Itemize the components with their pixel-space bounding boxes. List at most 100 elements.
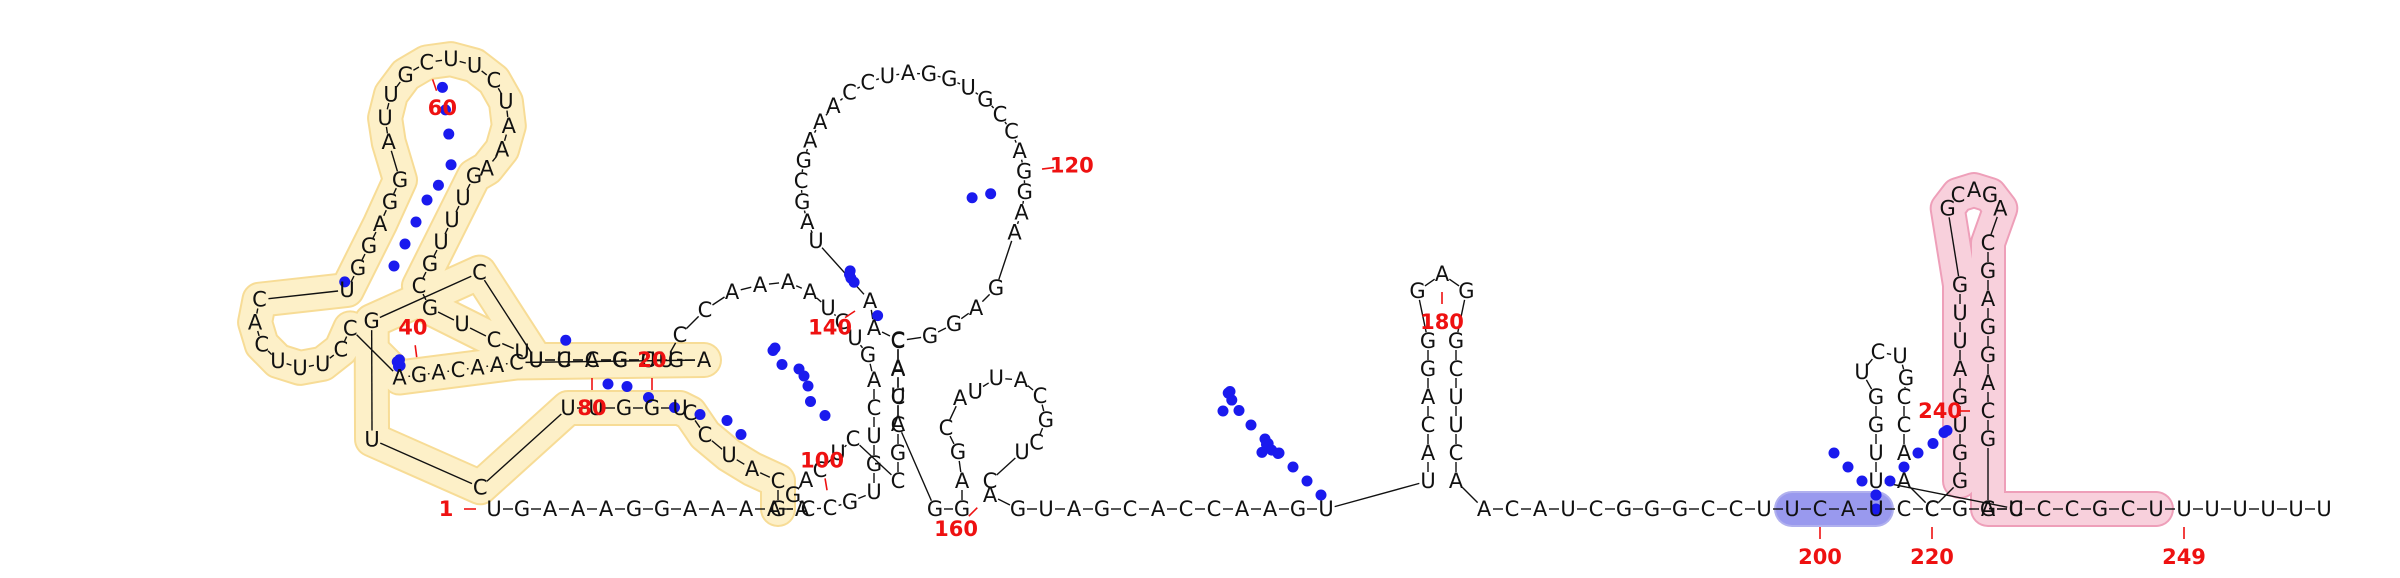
nucleotide: U (968, 379, 983, 403)
nucleotide: C (1897, 413, 1912, 437)
nucleotide: U (556, 348, 571, 372)
backbone-link (685, 315, 700, 330)
nucleotide: C (1813, 497, 1828, 521)
nucleotide: G (1038, 408, 1054, 432)
nucleotide: U (1892, 344, 1907, 368)
backbone-link (361, 253, 366, 261)
nucleotide: C (487, 68, 502, 92)
backbone-link (1041, 404, 1045, 412)
nucleotide: U (1868, 497, 1883, 521)
base-pair-dot (769, 342, 781, 354)
nucleotide: G (1980, 497, 1996, 521)
nucleotide: C (1033, 384, 1048, 408)
nucleotide: A (1897, 441, 1912, 465)
backbone-link (949, 435, 955, 445)
nucleotide: A (863, 289, 878, 313)
nucleotide: U (315, 352, 330, 376)
backbone-link (501, 342, 515, 350)
backbone-link (486, 413, 562, 482)
base-pair-dot (819, 410, 831, 421)
nucleotide: U (433, 230, 448, 254)
backbone-link (1867, 358, 1873, 366)
base-pair-dot (445, 159, 457, 171)
nucleotide: G (927, 497, 943, 521)
nucleotide: G (1980, 427, 1996, 451)
nucleotide: C (891, 328, 906, 352)
base-pair-dot (848, 276, 860, 288)
nucleotide: A (867, 368, 882, 392)
nucleotide: U (890, 384, 905, 408)
backbone-link (1027, 385, 1034, 391)
nucleotide: C (683, 401, 698, 425)
backbone-link (694, 420, 701, 428)
nucleotide: U (1756, 497, 1771, 521)
backbone-link (433, 249, 438, 257)
nucleotide: A (683, 497, 698, 521)
backbone-link (810, 229, 813, 234)
nucleotide: G (350, 256, 366, 280)
nucleotide: G (954, 497, 970, 521)
nucleotide: A (382, 130, 397, 154)
base-pair-dot (669, 402, 680, 413)
base-pair-dot (643, 392, 654, 403)
nucleotide: C (1179, 497, 1194, 521)
backbone-link (1948, 217, 1960, 277)
backbone-link (839, 97, 844, 101)
nucleotide: A (711, 497, 726, 521)
nucleotide: A (585, 348, 600, 372)
index-tick (414, 345, 418, 358)
base-pair-dot (1272, 448, 1284, 459)
nucleotide: U (820, 296, 835, 320)
base-pair-dot (966, 192, 978, 204)
backbone-link (1004, 121, 1008, 125)
nucleotide: U (2008, 497, 2023, 521)
nucleotide: U (383, 82, 398, 106)
nucleotide: A (431, 361, 446, 385)
nucleotide-layer: UGAAAGGAAAAAGCAUCCUGGUUCUGCUUCCUGACAACAG… (248, 47, 2332, 521)
base-pair-dot (443, 128, 455, 140)
nucleotide: U (444, 208, 459, 232)
backbone-link (372, 231, 377, 239)
nucleotide: G (654, 497, 670, 521)
backbone-link (906, 336, 922, 341)
nucleotide: C (801, 497, 816, 521)
base-pair-dot (1222, 387, 1234, 399)
base-pair-dot (1856, 475, 1868, 487)
base-pair-dot (399, 238, 411, 250)
base-pair-dot (1245, 419, 1257, 431)
backbone-link (740, 286, 752, 291)
nucleotide: G (1672, 497, 1688, 521)
nucleotide: U (2204, 497, 2219, 521)
nucleotide: C (1207, 497, 1222, 521)
backbone-link (937, 327, 947, 333)
nucleotide: C (473, 475, 488, 499)
nucleotide: U (528, 348, 543, 372)
backbone-link (1016, 220, 1020, 225)
base-pair-dot (1870, 503, 1882, 515)
nucleotide: A (373, 212, 388, 236)
backbone-link (821, 247, 865, 295)
backbone-link (268, 290, 339, 300)
nucleotide: G (1458, 279, 1474, 303)
backbone-link (957, 82, 961, 85)
nucleotide: G (1644, 497, 1660, 521)
backbone-link (435, 59, 443, 62)
nucleotide: G (398, 63, 414, 87)
backbone-link (1990, 216, 1998, 235)
nucleotide: A (1981, 371, 1996, 395)
nucleotide: A (1477, 497, 1492, 521)
index-label: 60 (428, 96, 457, 120)
nucleotide: A (502, 114, 517, 138)
nucleotide: G (1980, 343, 1996, 367)
base-pair-dot (339, 276, 351, 288)
backbone-link (813, 129, 817, 133)
nucleotide: A (1151, 497, 1166, 521)
nucleotide: C (2037, 497, 2052, 521)
nucleotide: A (803, 129, 818, 153)
nucleotide: A (470, 356, 485, 380)
nucleotide: C (698, 298, 713, 322)
index-label: 120 (1050, 153, 1094, 177)
backbone-link (525, 359, 696, 364)
nucleotide: C (1729, 497, 1744, 521)
